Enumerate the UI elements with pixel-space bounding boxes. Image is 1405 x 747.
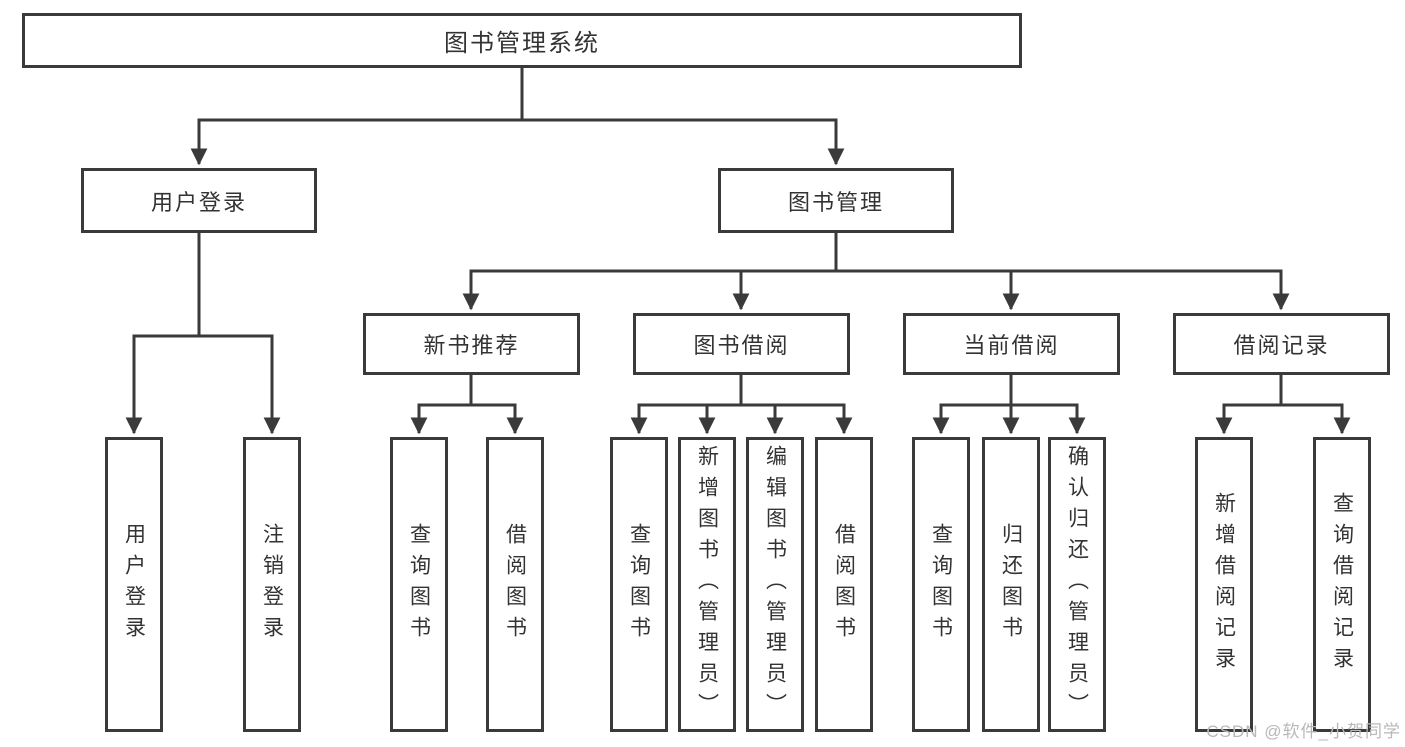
leaf-query-borrow-record: 查询借阅记录 <box>1313 437 1371 732</box>
node-book-management-label: 图书管理 <box>787 189 884 215</box>
leaf-query-books-current-label: 查询图书 <box>929 522 953 647</box>
leaf-user-login-label: 用户登录 <box>122 522 146 647</box>
node-borrow-record-label: 借阅记录 <box>1233 333 1330 358</box>
leaf-edit-books-admin-label: 编辑图书（管理员） <box>763 445 787 724</box>
leaf-confirm-return-admin: 确认归还（管理员） <box>1048 437 1106 732</box>
leaf-return-books-label: 归还图书 <box>999 522 1023 647</box>
node-user-login: 用户登录 <box>81 168 317 233</box>
leaf-query-books-current: 查询图书 <box>912 437 970 732</box>
leaf-confirm-return-admin-label: 确认归还（管理员） <box>1065 445 1089 724</box>
leaf-query-books-recommend-label: 查询图书 <box>407 522 431 647</box>
node-borrow-record: 借阅记录 <box>1173 313 1390 375</box>
node-current-borrow: 当前借阅 <box>903 313 1120 375</box>
leaf-borrow-books-borrow-label: 借阅图书 <box>832 522 856 647</box>
leaf-user-login: 用户登录 <box>105 437 163 732</box>
leaf-edit-books-admin: 编辑图书（管理员） <box>746 437 804 732</box>
node-new-book-recommend: 新书推荐 <box>363 313 580 375</box>
leaf-query-books-borrow: 查询图书 <box>610 437 668 732</box>
leaf-query-books-recommend: 查询图书 <box>390 437 448 732</box>
leaf-return-books: 归还图书 <box>982 437 1040 732</box>
watermark: CSDN @软件_小贺同学 <box>1206 722 1401 741</box>
leaf-add-books-admin: 新增图书（管理员） <box>678 437 736 732</box>
leaf-borrow-books-recommend-label: 借阅图书 <box>503 522 527 647</box>
leaf-add-books-admin-label: 新增图书（管理员） <box>695 445 719 724</box>
node-root: 图书管理系统 <box>22 13 1022 68</box>
node-current-borrow-label: 当前借阅 <box>963 333 1060 358</box>
leaf-add-borrow-record-label: 新增借阅记录 <box>1212 491 1236 678</box>
leaf-query-borrow-record-label: 查询借阅记录 <box>1330 491 1354 678</box>
node-user-login-label: 用户登录 <box>150 189 247 215</box>
node-book-management: 图书管理 <box>718 168 954 233</box>
node-book-borrow-label: 图书借阅 <box>693 333 790 358</box>
node-new-book-recommend-label: 新书推荐 <box>423 333 520 358</box>
leaf-borrow-books-recommend: 借阅图书 <box>486 437 544 732</box>
leaf-logout-login-label: 注销登录 <box>260 522 284 647</box>
node-root-label: 图书管理系统 <box>444 30 600 57</box>
node-book-borrow: 图书借阅 <box>633 313 850 375</box>
leaf-logout-login: 注销登录 <box>243 437 301 732</box>
leaf-borrow-books-borrow: 借阅图书 <box>815 437 873 732</box>
leaf-query-books-borrow-label: 查询图书 <box>627 522 651 647</box>
leaf-add-borrow-record: 新增借阅记录 <box>1195 437 1253 732</box>
